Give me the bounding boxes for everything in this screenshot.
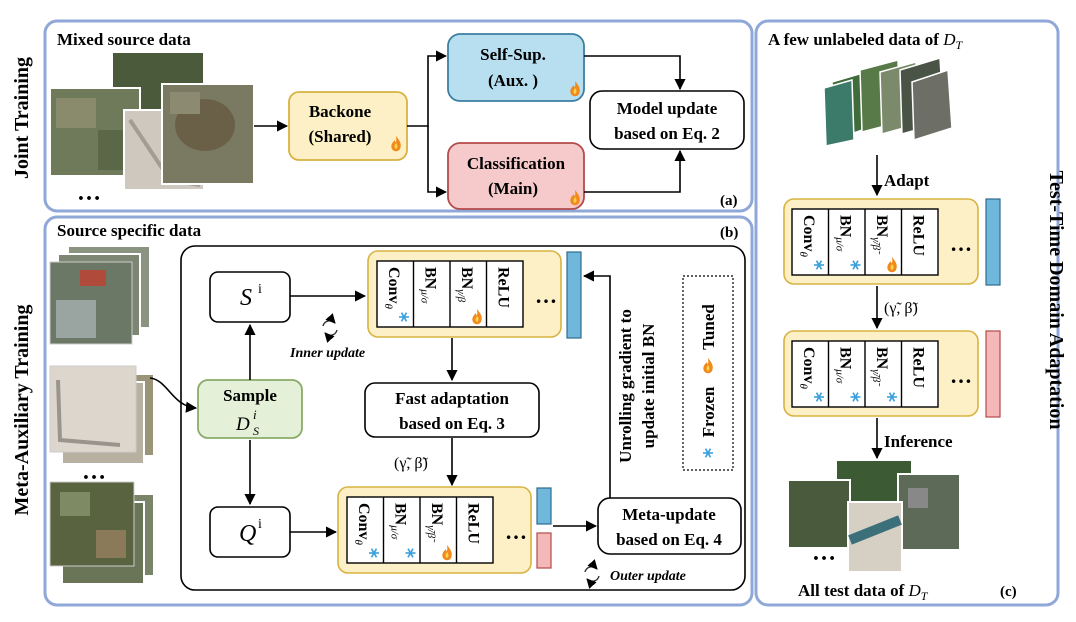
conv-layer: Convθ [382,267,402,309]
relu-layer: ReLU [910,215,927,256]
red-bar-infer [985,330,1001,418]
backbone-line2: (Shared) [309,127,372,146]
panel-b-frame [43,215,754,607]
joint-training-label: Joint Training [11,57,33,179]
panel-c-gamma-beta: (γ̃, β̃) [884,300,919,317]
layer-ellipsis: … [950,363,972,388]
classification-line2: (Main) [488,179,538,198]
mixed-source-images [49,51,255,191]
sample-arrows [244,290,367,538]
meta-aux-label: Meta-Auxiliary Training [11,305,33,516]
layer-ellipsis: … [535,283,557,308]
meta-update-box [597,497,742,555]
inference-label: Inference [884,432,953,451]
panel-c-title: A few unlabeled data of DT [768,30,964,52]
fast-adaptation-box [364,382,540,438]
sample-D: D [235,414,250,435]
conv-layer: Convθ [352,503,372,545]
outer-update-label: Outer update [610,569,686,584]
support-set-box [209,271,291,323]
support-set-S: S [240,285,252,311]
model-update-line2: based on Eq. 2 [614,124,720,143]
panel-a-frame [43,19,754,213]
layer-ellipsis: … [505,519,527,544]
relu-layer: ReLU [910,347,927,388]
fast-adaptation-line1: Fast adaptation [395,389,509,408]
panel-b-title: Source specific data [57,221,202,240]
classification-box [447,142,585,210]
selfsup-line2: (Aux. ) [488,71,538,90]
selfsup-line1: Self-Sup. [480,45,546,64]
blue-bar-outer [536,487,552,525]
legend-frozen: Frozen [699,386,718,437]
legend-tuned: Tuned [699,304,718,350]
support-set-sup: i [258,282,262,297]
unlabeled-target-images [823,57,953,147]
test-data-images [787,459,961,573]
bn-stat-layer: BNμ/σ [389,503,409,540]
panel-a-tag: (a) [720,193,738,209]
red-bar-outer [536,532,552,569]
panel-c-frame [754,19,1060,607]
adapt-label: Adapt [884,171,930,190]
relu-layer: ReLU [495,267,512,308]
layer-block-adapt-cells: ConvθBNμ/σBNγ̃/β̃ReLU… [797,209,972,275]
meta-update-line2: based on Eq. 4 [616,530,722,549]
bn-stat-layer: BNμ/σ [419,267,439,304]
ttda-label: Test-Time Domain Adaptation [1045,171,1067,430]
bn-stat-layer: BNμ/σ [834,347,854,384]
layer-block-outer-cells: ConvθBNμ/σBNγ̃/β̃ReLU… [352,497,527,563]
sample-sup: i [253,407,257,422]
inner-update-icon [323,321,337,336]
panel-a-ellipsis: … [77,180,101,206]
selfsup-box [447,33,585,102]
bn-stat-layer: BNμ/σ [834,215,854,252]
query-set-sup: i [258,517,262,532]
fast-adaptation-line2: based on Eq. 3 [399,414,505,433]
model-update-box [589,90,745,150]
classification-line1: Classification [467,154,566,173]
meta-update-line1: Meta-update [622,505,716,524]
sample-sub: S [253,424,259,438]
panel-b-ellipsis: … [82,459,106,485]
images-to-sample-arrow [149,377,198,413]
model-update-line1: Model update [617,99,718,118]
panel-c-bottom-title: All test data of DT [798,581,929,603]
panel-c-tag: (c) [1000,584,1017,600]
panel-c-ellipsis: … [812,540,836,566]
layer-block-infer-cells: ConvθBNμ/σBNγ̃/β̃ReLU… [797,341,972,407]
blue-bar-adapt [985,198,1001,286]
relu-layer: ReLU [465,503,482,544]
panel-a-title: Mixed source data [57,30,191,49]
outer-update-icon [585,567,599,582]
blue-bar-inner [566,251,582,339]
unrolling-line2: update initial BN [639,323,658,448]
backbone-line1: Backone [309,102,372,121]
panel-a-arrows [254,50,686,198]
layer-block-inner-cells: Convθ BNμ/σ BNγ/β ReLU … [382,261,557,327]
query-set-Q: Q [239,521,256,547]
source-specific-images [49,245,155,585]
unrolling-line1: Unrolling gradient to [616,309,635,463]
panel-b-tag: (b) [720,225,738,241]
panel-b-gamma-beta: (γ̃, β̃) [394,455,429,472]
layer-ellipsis: … [950,231,972,256]
inner-update-label: Inner update [289,346,365,361]
panel-b-inner-frame [180,245,746,591]
meta-update-arrows [553,270,611,532]
sample-label: Sample [223,386,277,405]
conv-layer: Convθ [797,215,817,257]
conv-layer: Convθ [797,347,817,389]
bn-affine-layer: BNγ/β [455,267,475,303]
